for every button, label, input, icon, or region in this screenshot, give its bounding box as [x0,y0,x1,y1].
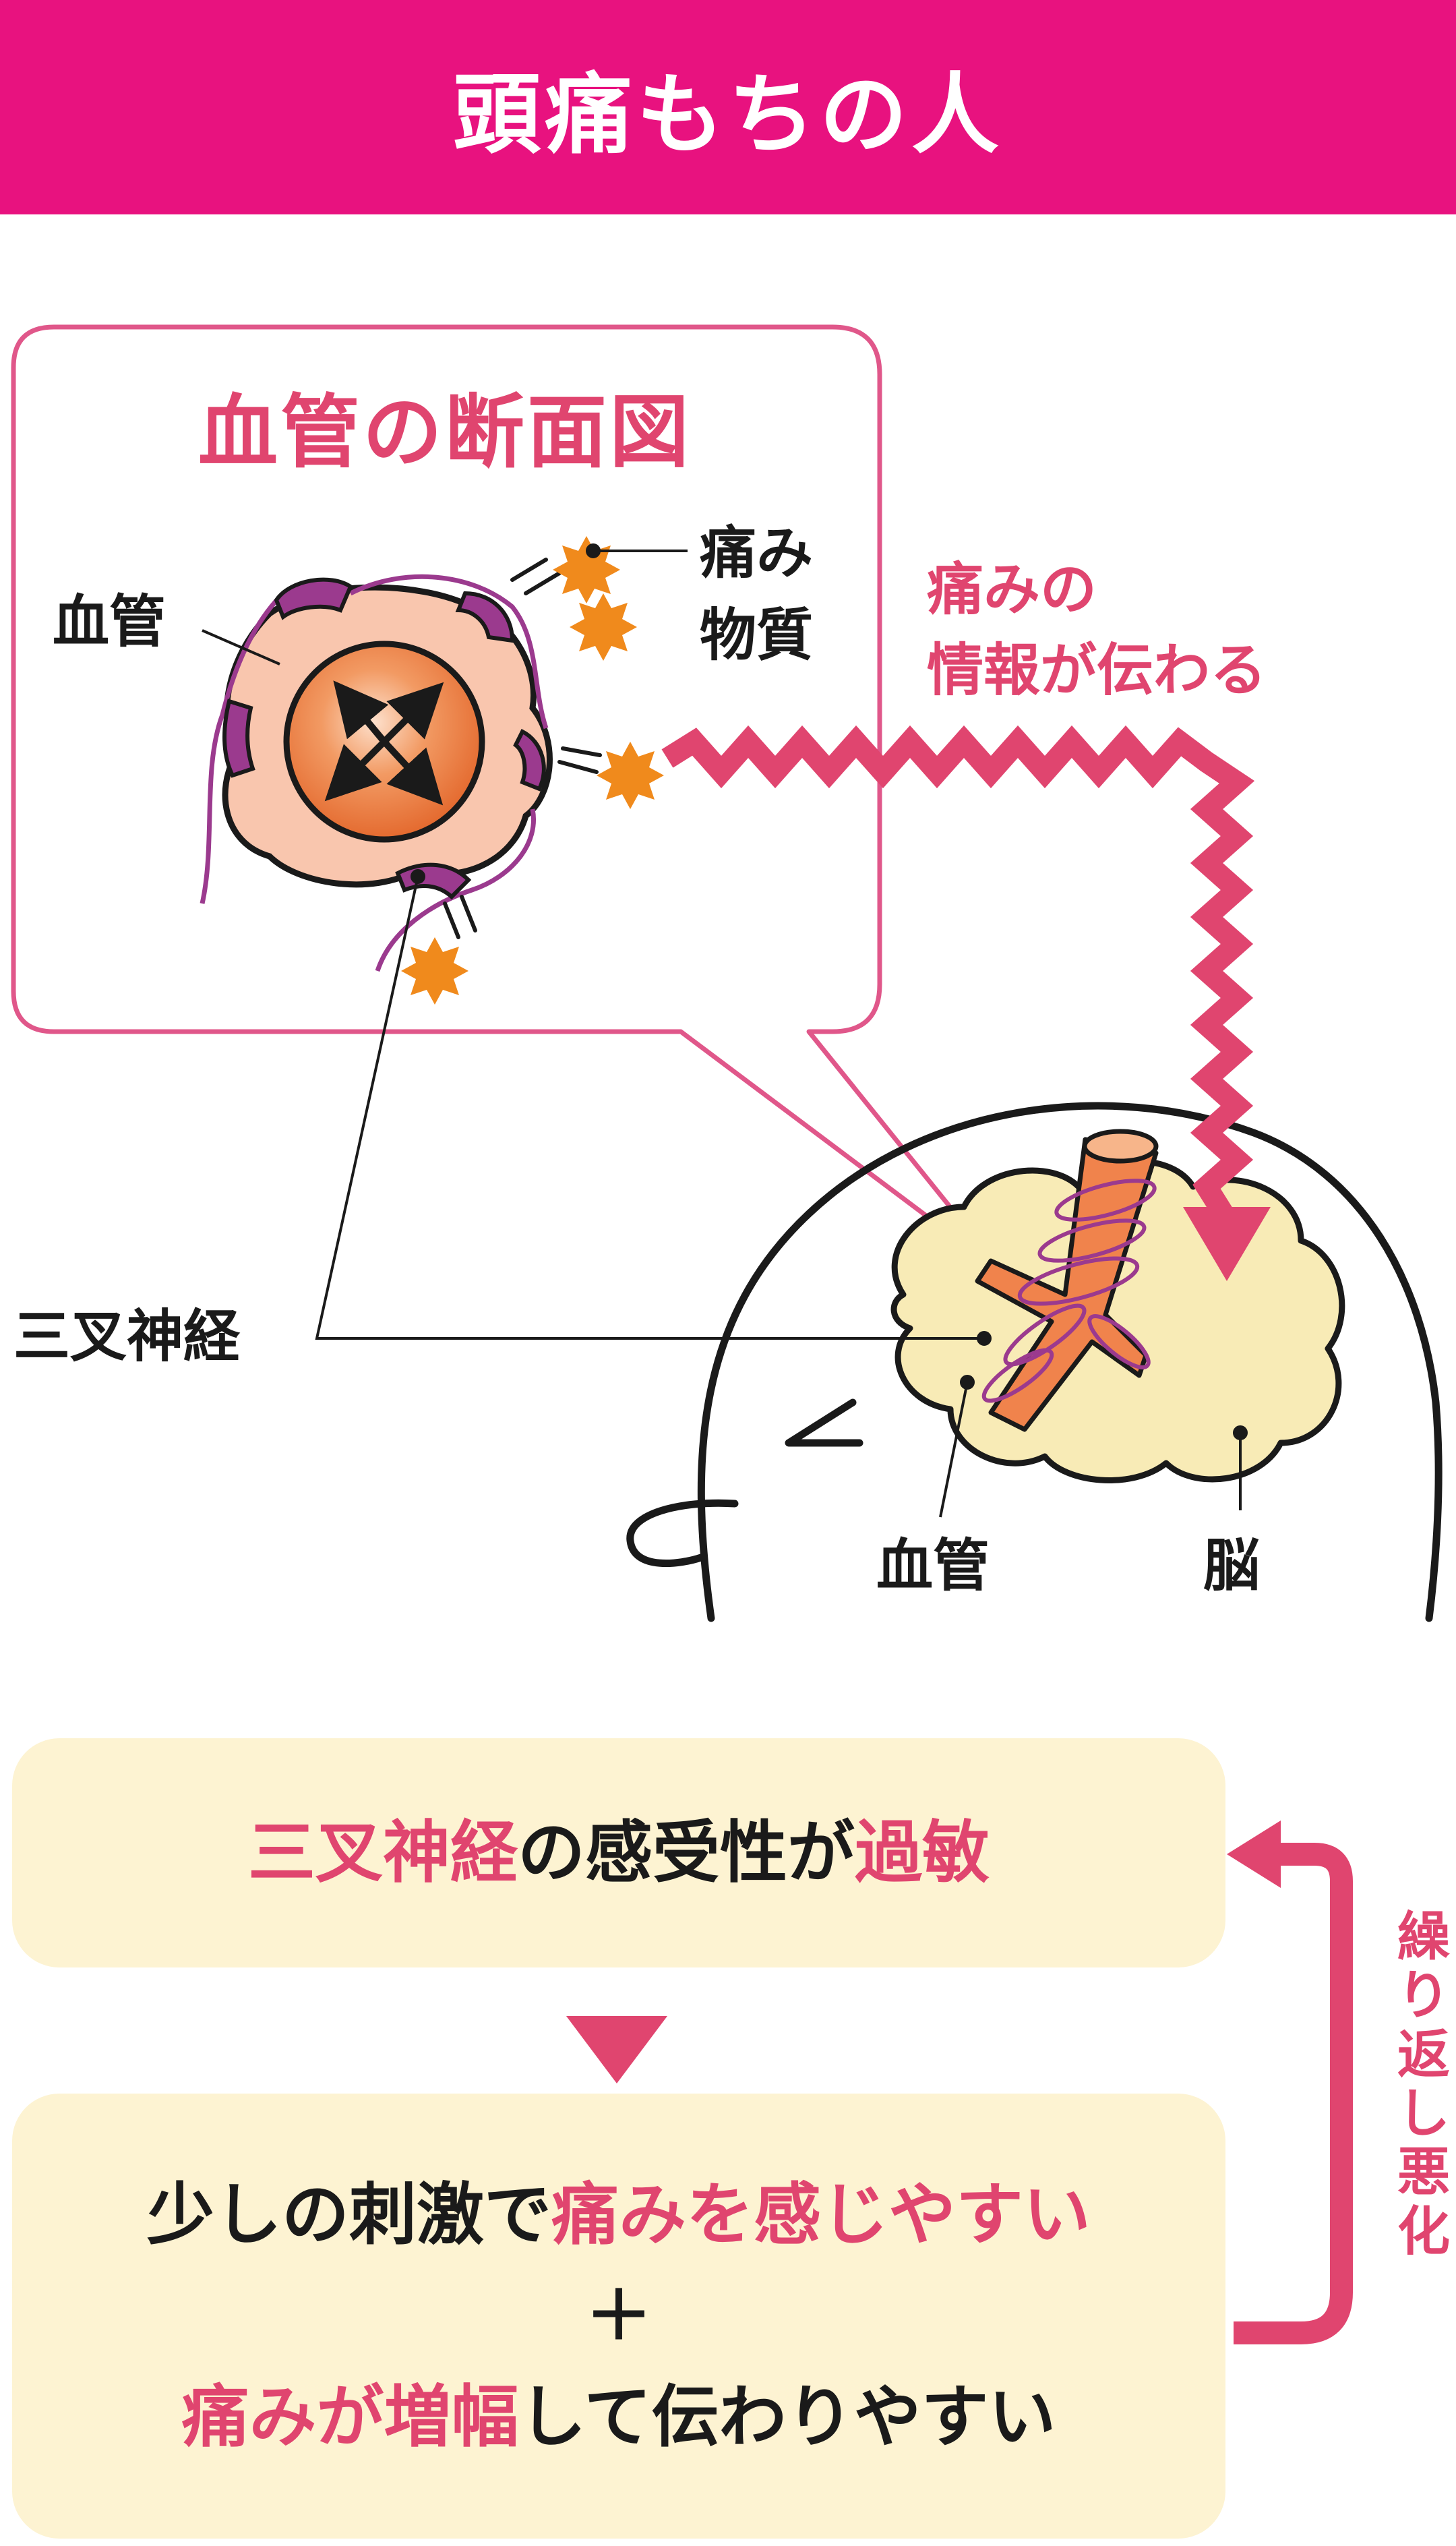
sensitivity-mid: の感受性が [518,1813,855,1892]
down-arrowhead [566,2016,667,2090]
effect-line-1-b: 痛みを感じやすい [551,2175,1091,2254]
label-pain-info-1: 痛みの [927,553,1097,626]
plus-sign: ＋ [585,2266,653,2367]
label-pain-info-2: 情報が伝わる [927,634,1267,707]
label-brain: 脳 [1203,1531,1260,1601]
sensitivity-text: 三叉神経の感受性が過敏 [248,1802,990,1903]
effect-box: 少しの刺激で痛みを感じやすい ＋ 痛みが増幅して伝わりやすい [12,2094,1225,2539]
cycle-char-2: り [1390,1967,1456,2025]
eye-mark [789,1402,859,1443]
effect-line-1-a: 少しの刺激で [147,2175,551,2254]
trigeminal-term: 三叉神経 [248,1813,518,1892]
cycle-arrow [1227,1820,1382,2346]
cycle-label: 繰 り 返 し 悪 化 [1390,1908,1456,2261]
effect-line-3-b: して伝わりやすい [519,2377,1056,2456]
effect-line-3: 痛みが増幅して伝わりやすい [182,2367,1056,2468]
effect-line-1: 少しの刺激で痛みを感じやすい [147,2164,1091,2266]
label-brain-vessel: 血管 [876,1531,990,1601]
cycle-char-4: し [1390,2085,1456,2143]
label-trigeminal-nerve: 三叉神経 [13,1301,240,1372]
cycle-char-1: 繰 [1390,1908,1456,1967]
illustration [0,0,1456,1645]
cycle-char-5: 悪 [1390,2143,1456,2202]
effect-line-3-a: 痛みが増幅 [182,2377,519,2456]
spark-4 [401,937,468,1005]
sensitivity-box: 三叉神経の感受性が過敏 [12,1738,1225,1967]
spark-1 [553,536,620,603]
ear-outline [630,1503,735,1563]
spark-3 [597,742,664,809]
label-pain-substance-1: 痛み [700,518,813,589]
cycle-char-3: 返 [1390,2026,1456,2085]
hypersensitive-term: 過敏 [855,1813,990,1892]
spark-2 [570,593,637,661]
cycle-char-6: 化 [1390,2203,1456,2261]
label-pain-substance-2: 物質 [700,600,813,671]
label-vessel-cross: 血管 [53,587,166,657]
callout-title: 血管の断面図 [13,367,876,483]
